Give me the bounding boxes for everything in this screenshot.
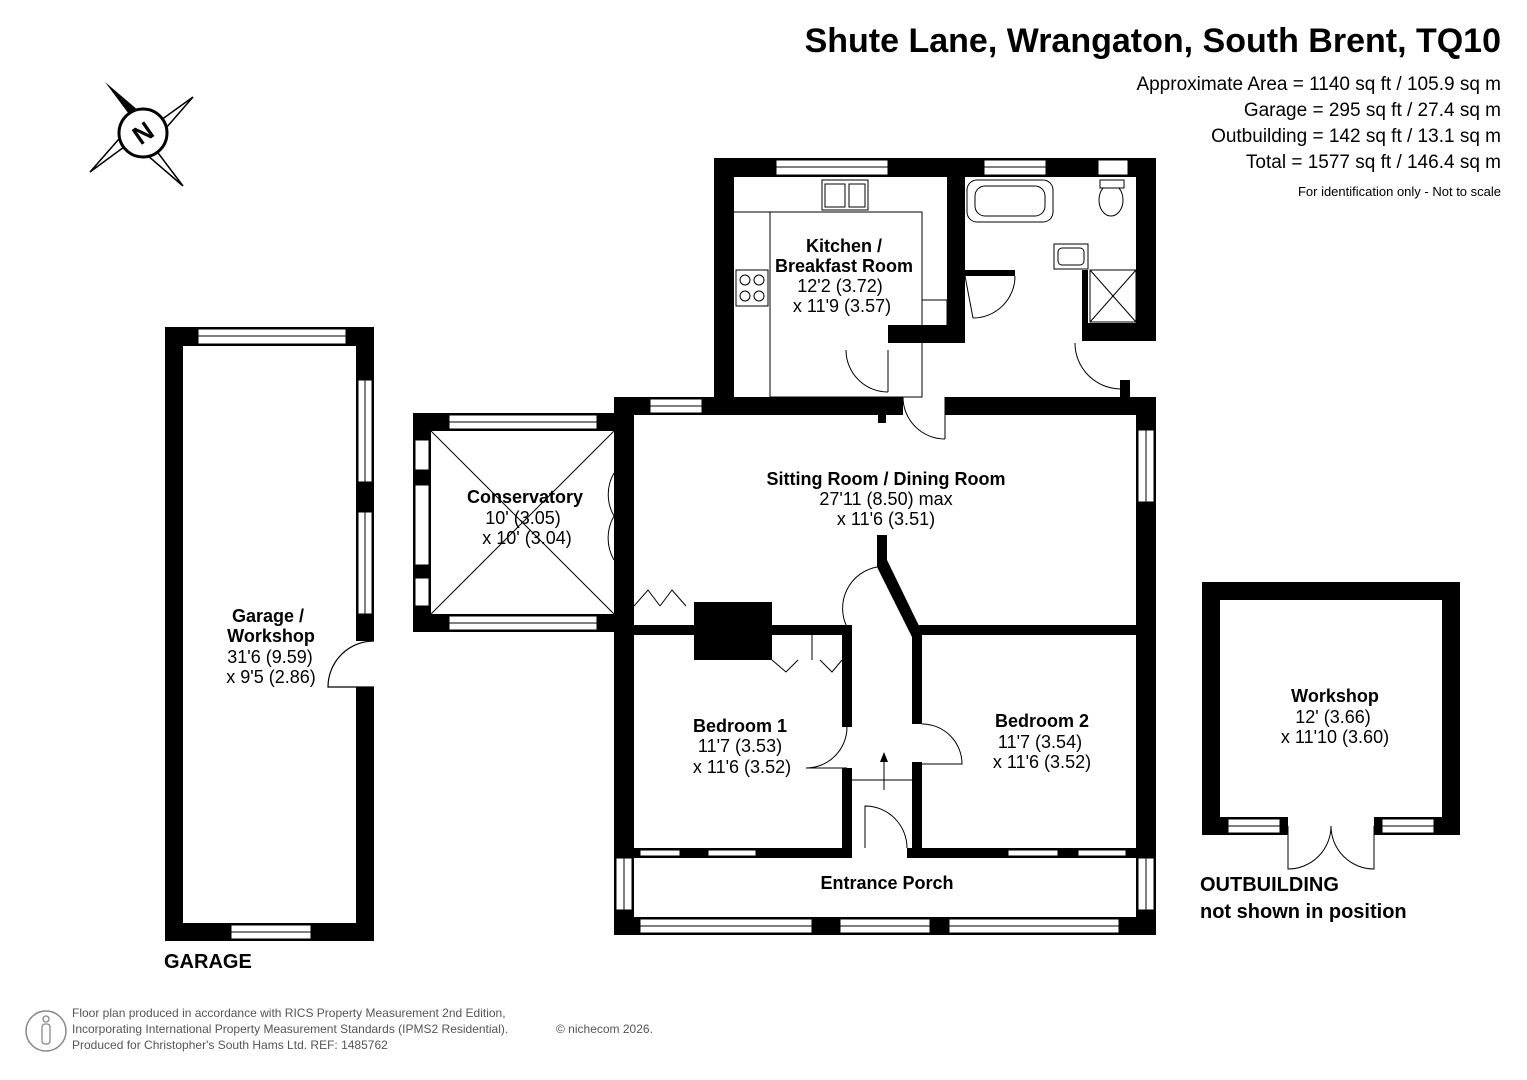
bedroom1-name: Bedroom 1: [693, 716, 787, 736]
bedroom1-dim-1: 11'7 (3.53): [698, 736, 782, 756]
garage-name-1: Garage /: [232, 606, 304, 626]
conservatory-dim-2: x 10' (3.04): [482, 528, 571, 548]
house-openings: [615, 159, 1155, 934]
porch-name: Entrance Porch: [820, 873, 953, 893]
bedroom1-dim-2: x 11'6 (3.52): [693, 757, 791, 777]
outbuilding-subcaption: not shown in position: [1200, 901, 1407, 923]
sitting-room-name: Sitting Room / Dining Room: [767, 469, 1006, 489]
bedroom2-dim-2: x 11'6 (3.52): [993, 752, 1091, 772]
garage-dim-1: 31'6 (9.59): [227, 647, 313, 667]
workshop-walls: [1202, 582, 1460, 870]
kitchen-dim-1: 12'2 (3.72): [797, 276, 883, 296]
garage-area: Garage = 295 sq ft / 27.4 sq m: [1243, 100, 1501, 121]
footer-line-2: Incorporating International Property Mea…: [72, 1022, 508, 1036]
kitchen-name-1: Kitchen /: [806, 236, 882, 256]
plan-title: Shute Lane, Wrangaton, South Brent, TQ10: [804, 22, 1501, 60]
conservatory-dim-1: 10' (3.05): [485, 508, 560, 528]
sitting-room-dim-1: 27'11 (8.50) max: [819, 489, 952, 509]
workshop-dim-1: 12' (3.66): [1295, 707, 1370, 727]
outbuilding-area: Outbuilding = 142 sq ft / 13.1 sq m: [1211, 126, 1501, 147]
footer-copyright: © nichecom 2026.: [556, 1022, 653, 1036]
compass-icon: N: [89, 82, 194, 187]
kitchen-fittings: [734, 179, 948, 398]
garage-caption: GARAGE: [164, 951, 252, 973]
workshop-name: Workshop: [1291, 686, 1379, 706]
conservatory-name: Conservatory: [467, 487, 583, 507]
garage-dim-2: x 9'5 (2.86): [226, 667, 315, 687]
bedroom2-dim-1: 11'7 (3.54): [998, 732, 1082, 752]
bedroom2-name: Bedroom 2: [995, 711, 1089, 731]
bathroom-fittings: [966, 179, 1137, 323]
kitchen-name-2: Breakfast Room: [775, 256, 913, 276]
footer-line-1: Floor plan produced in accordance with R…: [72, 1006, 506, 1020]
person-scale-icon: [25, 1010, 67, 1052]
garage-walls: [165, 327, 375, 941]
kitchen-dim-2: x 11'9 (3.57): [793, 296, 891, 316]
scale-note: For identification only - Not to scale: [1297, 184, 1501, 199]
outbuilding-caption: OUTBUILDING: [1200, 874, 1339, 896]
footer-line-3: Produced for Christopher's South Hams Lt…: [72, 1038, 388, 1052]
approx-area: Approximate Area = 1140 sq ft / 105.9 sq…: [1136, 74, 1501, 95]
workshop-dim-2: x 11'10 (3.60): [1281, 727, 1389, 747]
total-area: Total = 1577 sq ft / 146.4 sq m: [1245, 152, 1501, 173]
sitting-room-dim-2: x 11'6 (3.51): [837, 509, 935, 529]
garage-name-2: Workshop: [227, 626, 315, 646]
